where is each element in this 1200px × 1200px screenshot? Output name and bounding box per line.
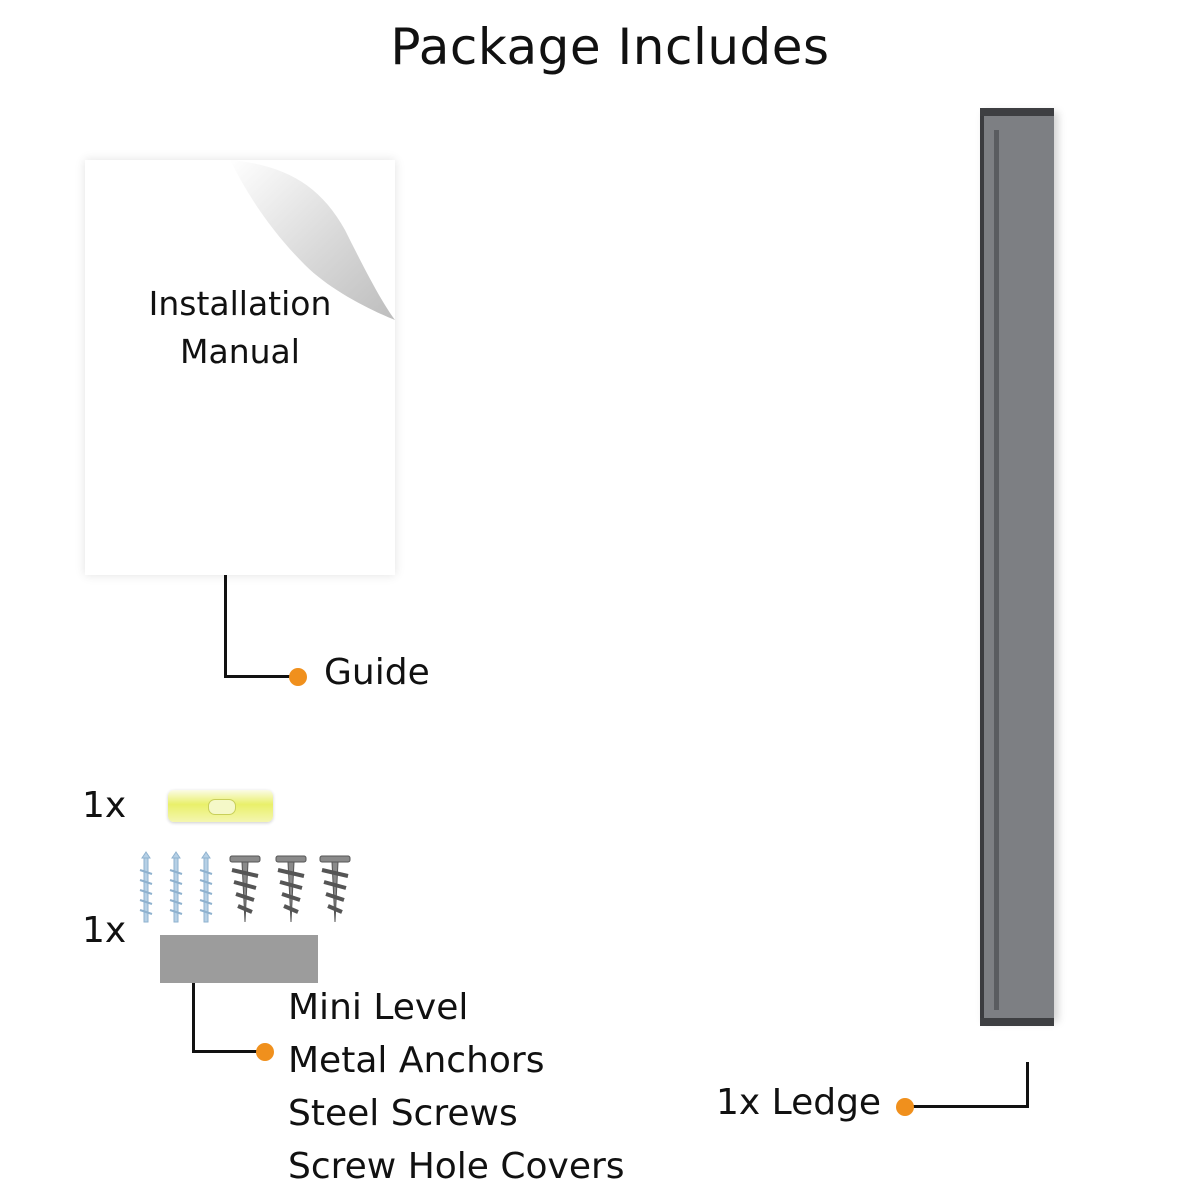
steel-screw-icon bbox=[199, 851, 213, 923]
mini-level-icon bbox=[168, 790, 273, 822]
level-quantity: 1x bbox=[82, 785, 127, 826]
ledge-groove bbox=[994, 130, 999, 1010]
level-bubble bbox=[208, 799, 236, 815]
guide-leader-vertical bbox=[224, 575, 227, 678]
hardware-callout-dot bbox=[256, 1043, 274, 1061]
ledge-callout-dot bbox=[896, 1098, 914, 1116]
steel-screw-icon bbox=[139, 851, 153, 923]
kit-item-metal-anchors: Metal Anchors bbox=[288, 1040, 545, 1081]
hardware-leader-horizontal bbox=[192, 1050, 257, 1053]
hardware-group bbox=[139, 851, 351, 923]
steel-screw-icon bbox=[169, 851, 183, 923]
ledge-leader-vertical bbox=[1026, 1062, 1029, 1108]
metal-anchor-icon bbox=[229, 855, 261, 923]
ledge-label: 1x Ledge bbox=[716, 1082, 882, 1123]
installation-manual-image: Installation Manual bbox=[85, 160, 395, 575]
hardware-quantity: 1x bbox=[82, 910, 127, 951]
kit-item-mini-level: Mini Level bbox=[288, 987, 469, 1028]
hole-cover-strip-icon bbox=[160, 935, 318, 983]
kit-item-screw-hole-covers: Screw Hole Covers bbox=[288, 1146, 625, 1187]
ledge-shelf-icon bbox=[980, 108, 1054, 1026]
page-title: Package Includes bbox=[390, 18, 830, 76]
kit-item-steel-screws: Steel Screws bbox=[288, 1093, 518, 1134]
ledge-bottom-cap bbox=[980, 1018, 1054, 1026]
ledge-leader-horizontal bbox=[910, 1105, 1029, 1108]
guide-callout-dot bbox=[289, 668, 307, 686]
ledge-top-cap bbox=[980, 108, 1054, 116]
manual-title-line2: Manual bbox=[180, 332, 300, 371]
manual-title-line1: Installation bbox=[148, 284, 332, 323]
guide-leader-horizontal bbox=[224, 675, 296, 678]
manual-title: Installation Manual bbox=[85, 280, 395, 376]
metal-anchor-icon bbox=[275, 855, 307, 923]
hardware-leader-vertical bbox=[192, 983, 195, 1053]
manual-page-curl-icon bbox=[230, 160, 395, 320]
metal-anchor-icon bbox=[319, 855, 351, 923]
guide-label: Guide bbox=[324, 652, 430, 693]
